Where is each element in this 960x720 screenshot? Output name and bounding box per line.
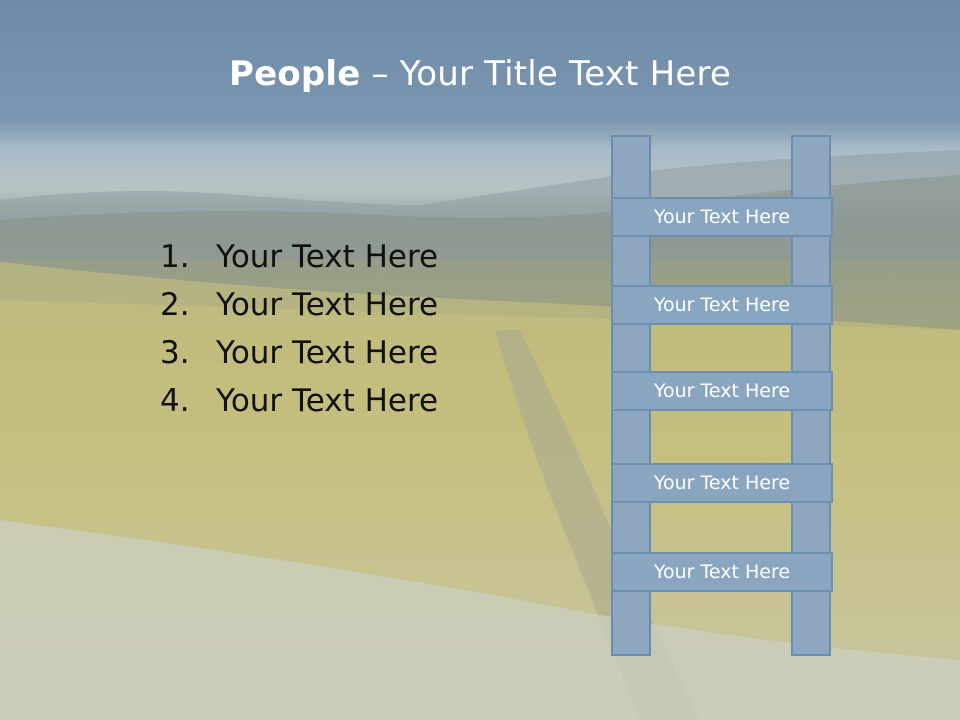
ladder-diagram: Your Text Here Your Text Here Your Text …: [611, 135, 833, 658]
list-text: Your Text Here: [216, 335, 439, 371]
ladder-rung-2: Your Text Here: [611, 285, 833, 325]
list-item: 2. Your Text Here: [160, 281, 438, 329]
list-item: 4. Your Text Here: [160, 377, 438, 425]
slide-title: People – Your Title Text Here: [0, 52, 960, 96]
list-text: Your Text Here: [216, 383, 439, 419]
title-rest: – Your Title Text Here: [360, 54, 732, 94]
title-bold: People: [228, 54, 361, 94]
ladder-rung-3: Your Text Here: [611, 371, 833, 411]
list-number: 3.: [160, 335, 190, 371]
numbered-list: 1. Your Text Here 2. Your Text Here 3. Your…: [160, 233, 438, 425]
ladder-rung-5: Your Text Here: [611, 552, 833, 592]
ladder-rung-1: Your Text Here: [611, 197, 833, 237]
list-number: 1.: [160, 239, 190, 275]
list-text: Your Text Here: [216, 287, 439, 323]
list-number: 2.: [160, 287, 190, 323]
list-item: 3. Your Text Here: [160, 329, 438, 377]
ladder-rung-4: Your Text Here: [611, 463, 833, 503]
list-text: Your Text Here: [216, 239, 439, 275]
list-item: 1. Your Text Here: [160, 233, 438, 281]
list-number: 4.: [160, 383, 190, 419]
